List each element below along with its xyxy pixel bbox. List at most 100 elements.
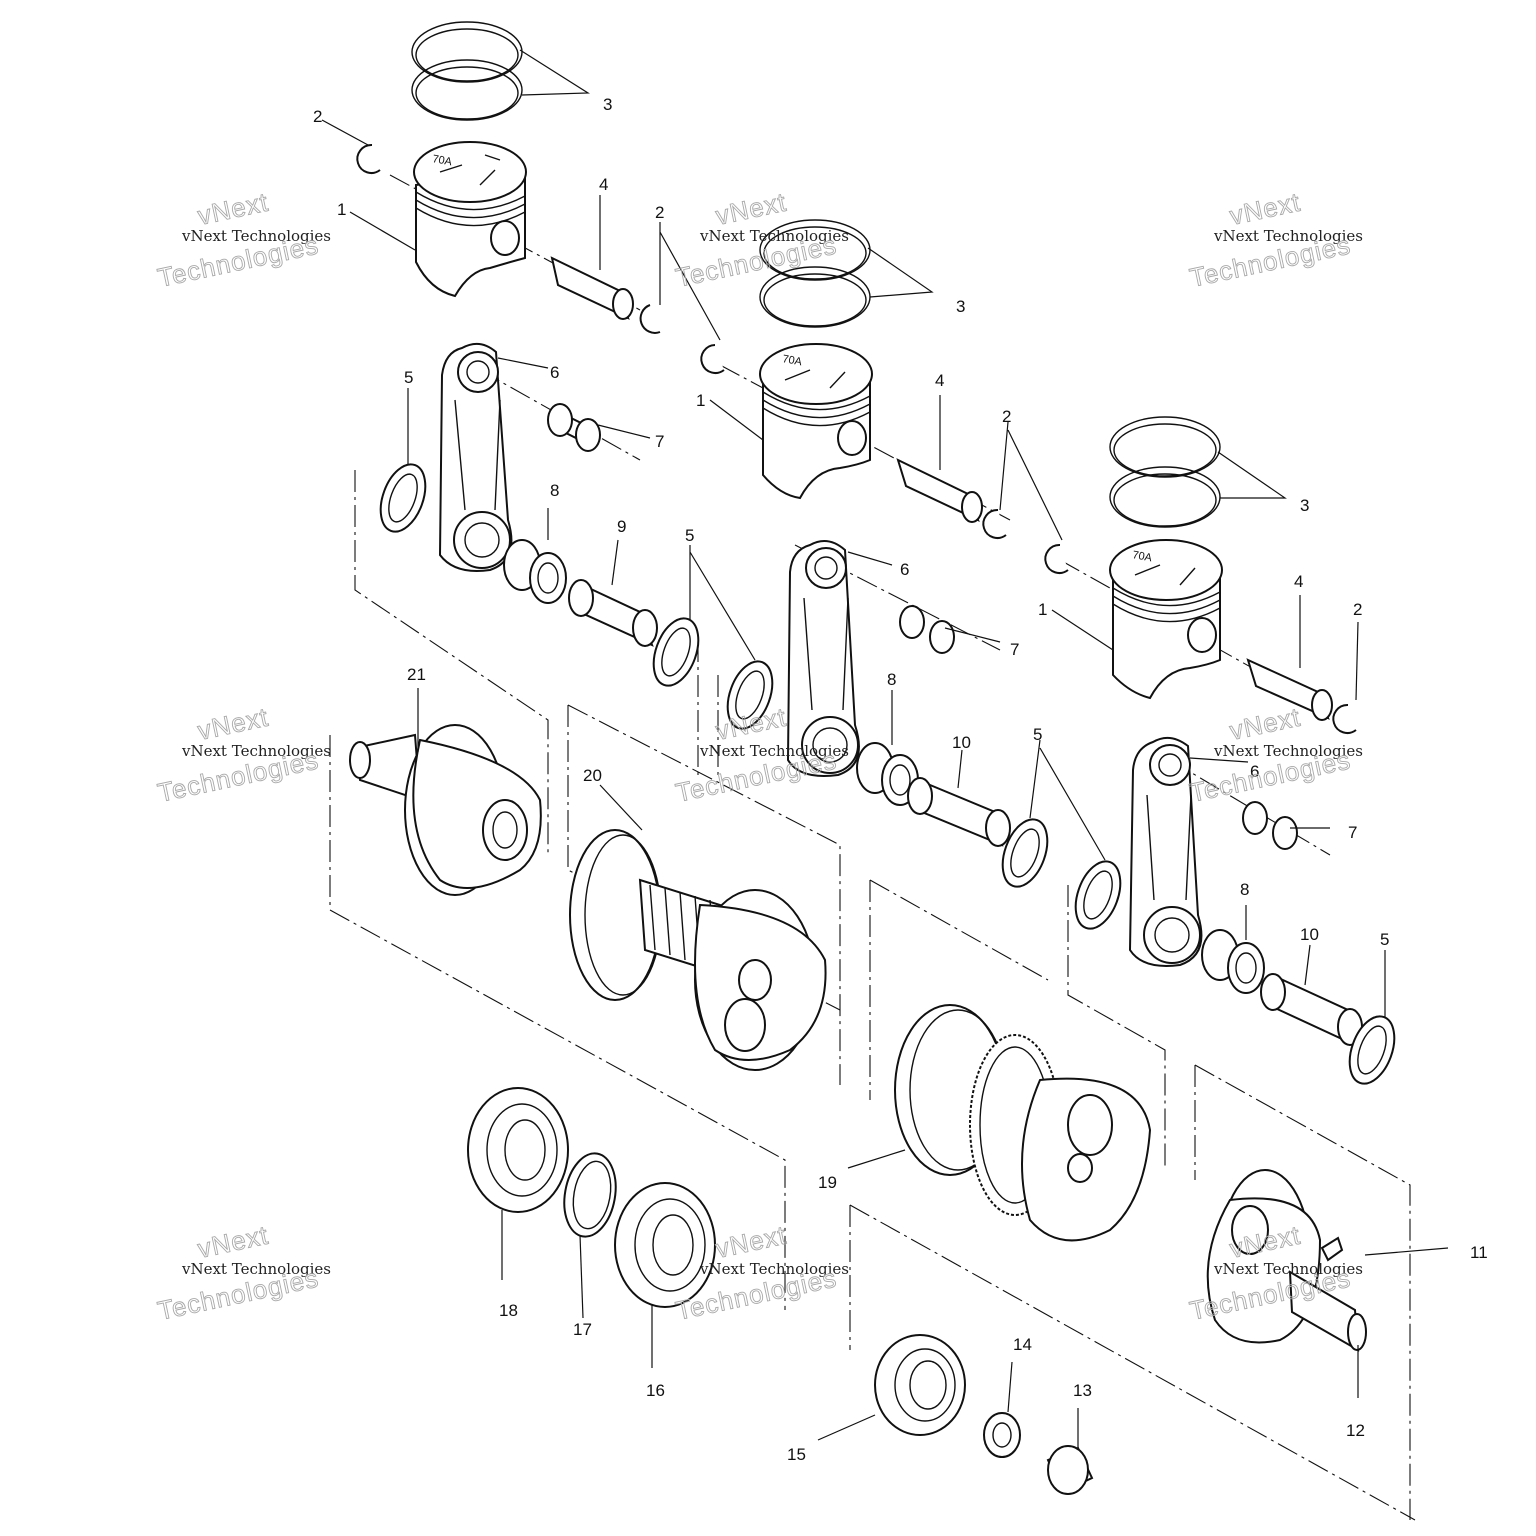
main-bearing-16 bbox=[614, 1182, 716, 1308]
crankshaft-center-20 bbox=[569, 829, 827, 1071]
piston-marking-2: 70A bbox=[781, 353, 803, 368]
circlip-2e bbox=[1044, 543, 1069, 574]
watermark-9: vNext vNext Technologies Technologies bbox=[1187, 1219, 1363, 1326]
wrist-pin-2 bbox=[896, 458, 983, 523]
needle-bearing-small-3 bbox=[1242, 801, 1298, 850]
watermark-small-text: vNext Technologies bbox=[699, 742, 849, 760]
callout-6b: 6 bbox=[900, 560, 909, 579]
main-bearing-18 bbox=[467, 1087, 569, 1213]
callout-7b: 7 bbox=[1010, 640, 1019, 659]
callout-12: 12 bbox=[1346, 1421, 1365, 1440]
circlip-2c bbox=[700, 344, 725, 374]
callout-6a: 6 bbox=[550, 363, 559, 382]
circlip-2f bbox=[1332, 703, 1357, 734]
callout-1b: 1 bbox=[696, 391, 705, 410]
thrust-washer-3 bbox=[726, 660, 774, 730]
callout-13: 13 bbox=[1073, 1381, 1092, 1400]
watermark-small-text: vNext Technologies bbox=[1213, 742, 1363, 760]
watermark-small-text: vNext Technologies bbox=[181, 742, 331, 760]
connecting-rod-3 bbox=[1128, 736, 1203, 967]
needle-bearing-small-1 bbox=[547, 403, 601, 452]
piston-marking-1: 70A bbox=[431, 153, 453, 168]
callout-3b: 3 bbox=[956, 297, 965, 316]
piston-1: 70A bbox=[413, 141, 527, 298]
callout-8a: 8 bbox=[550, 481, 559, 500]
needle-bearing-large-1 bbox=[503, 539, 567, 604]
watermark-top-text: vNext bbox=[195, 702, 271, 746]
callout-4b: 4 bbox=[935, 371, 944, 390]
circlip-2a bbox=[356, 143, 381, 174]
callout-10a: 10 bbox=[952, 733, 971, 752]
thrust-washer-2 bbox=[652, 617, 700, 687]
watermark-3: vNext vNext Technologies Technologies bbox=[1187, 186, 1363, 293]
callout-7c: 7 bbox=[1348, 823, 1357, 842]
watermark-top-text: vNext bbox=[1227, 187, 1303, 231]
callout-4c: 4 bbox=[1294, 572, 1303, 591]
thrust-washer-6 bbox=[1348, 1015, 1396, 1085]
piston-2: 70A bbox=[759, 343, 873, 500]
callout-2a: 2 bbox=[313, 107, 322, 126]
callout-20: 20 bbox=[583, 766, 602, 785]
nut-13 bbox=[1046, 1445, 1094, 1495]
callout-3a: 3 bbox=[603, 95, 612, 114]
watermark-1: vNext vNext Technologies Technologies bbox=[155, 186, 331, 293]
circlip-2d bbox=[982, 508, 1007, 539]
callout-2c: 2 bbox=[1002, 407, 1011, 426]
watermark-small-text: vNext Technologies bbox=[181, 227, 331, 245]
callout-2d: 2 bbox=[1353, 600, 1362, 619]
callout-7a: 7 bbox=[655, 432, 664, 451]
watermark-top-text: vNext bbox=[195, 1220, 271, 1264]
callout-15: 15 bbox=[787, 1445, 806, 1464]
thrust-washer-1 bbox=[379, 463, 427, 533]
callout-2b: 2 bbox=[655, 203, 664, 222]
crank-pin-9 bbox=[568, 579, 658, 647]
watermark-4: vNext vNext Technologies Technologies bbox=[155, 701, 331, 808]
callout-5d: 5 bbox=[1380, 930, 1389, 949]
callout-5b: 5 bbox=[685, 526, 694, 545]
wrist-pin-3 bbox=[1246, 658, 1333, 721]
piston-marking-3: 70A bbox=[1131, 549, 1153, 564]
watermark-small-text: vNext Technologies bbox=[1213, 1260, 1363, 1278]
crankshaft-output-12 bbox=[1206, 1169, 1367, 1352]
callout-21: 21 bbox=[407, 665, 426, 684]
callout-19: 19 bbox=[818, 1173, 837, 1192]
woodruff-key-11 bbox=[1320, 1236, 1344, 1262]
watermark-2: vNext vNext Technologies Technologies bbox=[673, 186, 849, 293]
callout-5c: 5 bbox=[1033, 725, 1042, 744]
crank-pin-10b bbox=[1260, 973, 1363, 1047]
callout-11: 11 bbox=[1470, 1243, 1488, 1262]
leader-lines bbox=[321, 49, 1449, 1448]
watermark-small-text: vNext Technologies bbox=[1213, 227, 1363, 245]
watermark-small-text: vNext Technologies bbox=[699, 1260, 849, 1278]
callout-6c: 6 bbox=[1250, 762, 1259, 781]
watermark-small-text: vNext Technologies bbox=[181, 1260, 331, 1278]
watermark-7: vNext vNext Technologies Technologies bbox=[155, 1219, 331, 1326]
watermark-top-text: vNext bbox=[195, 187, 271, 231]
watermark-top-text: vNext bbox=[713, 187, 789, 231]
crankshaft-gear-19 bbox=[894, 1004, 1152, 1242]
watermark-small-text: vNext Technologies bbox=[699, 227, 849, 245]
connecting-rod-1 bbox=[438, 342, 513, 572]
callout-14: 14 bbox=[1013, 1335, 1032, 1354]
piston-ring-set-3 bbox=[1109, 416, 1221, 528]
main-bearing-15 bbox=[874, 1334, 966, 1436]
watermark-top-text: vNext bbox=[1227, 702, 1303, 746]
callout-9: 9 bbox=[617, 517, 626, 536]
wrist-pin-1 bbox=[550, 256, 634, 320]
callout-8b: 8 bbox=[887, 670, 896, 689]
needle-bearing-small-2 bbox=[899, 605, 955, 654]
callout-3c: 3 bbox=[1300, 496, 1309, 515]
needle-bearing-large-3 bbox=[1201, 929, 1265, 994]
piston-3: 70A bbox=[1109, 539, 1223, 700]
callout-16: 16 bbox=[646, 1381, 665, 1400]
thrust-washer-5 bbox=[1074, 860, 1122, 930]
callout-1c: 1 bbox=[1038, 600, 1047, 619]
crank-pin-10a bbox=[907, 777, 1011, 847]
connecting-rod-2 bbox=[786, 540, 860, 777]
watermark-top-text: vNext bbox=[713, 702, 789, 746]
callout-labels: 1 1 1 2 2 2 2 2 3 3 3 4 4 4 5 5 5 5 6 6 … bbox=[313, 95, 1488, 1464]
crankshaft-end-21 bbox=[349, 724, 542, 896]
callout-8c: 8 bbox=[1240, 880, 1249, 899]
callout-10b: 10 bbox=[1300, 925, 1319, 944]
